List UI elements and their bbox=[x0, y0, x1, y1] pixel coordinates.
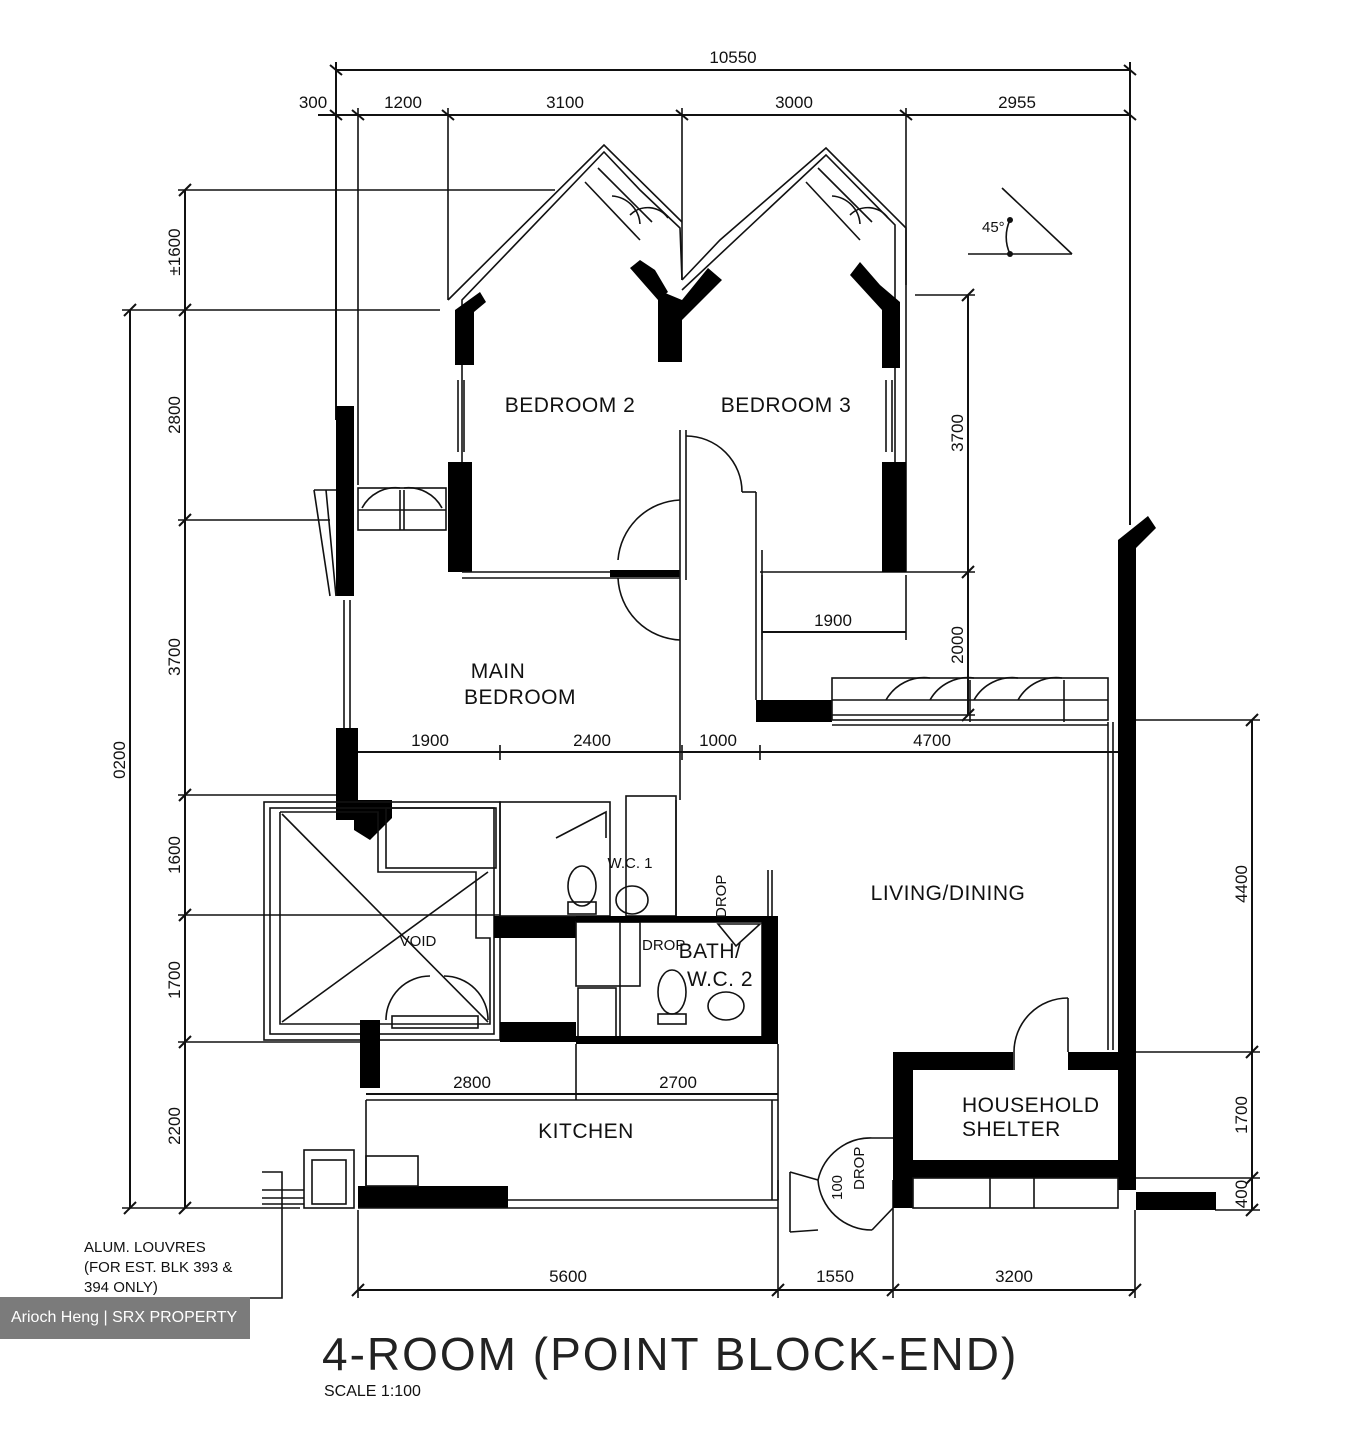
label-drop-entry-num: 100 bbox=[829, 1175, 846, 1200]
note-louvres-line3: 394 ONLY) bbox=[84, 1279, 158, 1296]
label-drop-wc: DROP bbox=[713, 875, 730, 918]
right-dimension-lines bbox=[760, 288, 1260, 1217]
plan-scale: SCALE 1:100 bbox=[324, 1383, 421, 1400]
dim-top-300: 300 bbox=[299, 93, 327, 112]
dim-left-3700: 3700 bbox=[165, 638, 184, 676]
living-walls bbox=[756, 516, 1156, 1190]
top-dimension-lines bbox=[318, 62, 1137, 525]
dim-top-total: 10550 bbox=[709, 48, 756, 67]
dim-mid-1000: 1000 bbox=[699, 731, 737, 750]
bedroom-wings bbox=[447, 143, 907, 572]
label-main-bedroom-line1: MAIN bbox=[471, 660, 526, 683]
angle-symbol bbox=[968, 187, 1073, 257]
void-area bbox=[263, 801, 576, 1088]
watermark: Arioch Heng | SRX PROPERTY bbox=[0, 1297, 250, 1339]
dim-kitchen-2700: 2700 bbox=[659, 1073, 697, 1092]
dim-right-4400: 4400 bbox=[1232, 865, 1251, 903]
label-bath-wc2-line2: W.C. 2 bbox=[687, 968, 753, 991]
label-bath-wc2-line1: BATH/ bbox=[679, 940, 742, 963]
dim-top-3100: 3100 bbox=[546, 93, 584, 112]
label-household-shelter-line2: SHELTER bbox=[962, 1118, 1061, 1141]
kitchen-area bbox=[262, 1044, 779, 1209]
angle-label: 45° bbox=[982, 219, 1005, 236]
bath-wc2-area bbox=[575, 870, 778, 1044]
dim-left-2800: 2800 bbox=[165, 396, 184, 434]
dim-mid-1900: 1900 bbox=[411, 731, 449, 750]
main-bedroom-walls bbox=[313, 406, 763, 840]
louvres-leader bbox=[170, 1171, 283, 1299]
label-void: VOID bbox=[400, 933, 437, 950]
dim-top-1200: 1200 bbox=[384, 93, 422, 112]
dim-left-1600b: 1600 bbox=[165, 836, 184, 874]
dim-right-1700: 1700 bbox=[1232, 1096, 1251, 1134]
dim-bottom-3200: 3200 bbox=[995, 1267, 1033, 1286]
household-shelter-area bbox=[789, 997, 1216, 1233]
dim-left-1600: ±1600 bbox=[165, 228, 184, 275]
label-bedroom-3: BEDROOM 3 bbox=[721, 394, 852, 417]
dim-top-2955: 2955 bbox=[998, 93, 1036, 112]
label-wc1: W.C. 1 bbox=[607, 855, 652, 872]
dim-left-total: 0200 bbox=[110, 741, 129, 779]
label-household-shelter-line1: HOUSEHOLD bbox=[962, 1094, 1100, 1117]
dim-bottom-1550: 1550 bbox=[816, 1267, 854, 1286]
dim-bottom-5600: 5600 bbox=[549, 1267, 587, 1286]
note-louvres-line1: ALUM. LOUVRES bbox=[84, 1239, 206, 1256]
dim-right-2000: 2000 bbox=[948, 626, 967, 664]
plan-title: 4-ROOM (POINT BLOCK-END) bbox=[322, 1328, 1018, 1380]
dim-mid-4700: 4700 bbox=[913, 731, 951, 750]
label-drop-bath: DROP bbox=[642, 937, 685, 954]
label-kitchen: KITCHEN bbox=[538, 1120, 634, 1143]
dim-left-1700: 1700 bbox=[165, 961, 184, 999]
dim-right-3700: 3700 bbox=[948, 414, 967, 452]
left-dimension-lines bbox=[122, 183, 555, 1215]
dim-top-3000: 3000 bbox=[775, 93, 813, 112]
label-main-bedroom-line2: BEDROOM bbox=[464, 686, 576, 709]
dim-right-400: 400 bbox=[1232, 1180, 1251, 1208]
note-louvres-line2: (FOR EST. BLK 393 & bbox=[84, 1259, 232, 1276]
label-drop-entry: DROP bbox=[851, 1147, 868, 1190]
mid-dimension-line bbox=[358, 745, 1118, 760]
wc1-area bbox=[499, 795, 677, 917]
label-bedroom-2: BEDROOM 2 bbox=[505, 394, 636, 417]
dim-kitchen-2800: 2800 bbox=[453, 1073, 491, 1092]
dim-mid-2400: 2400 bbox=[573, 731, 611, 750]
dim-left-2200: 2200 bbox=[165, 1107, 184, 1145]
dim-inner-1900: 1900 bbox=[814, 611, 852, 630]
label-living-dining: LIVING/DINING bbox=[871, 882, 1026, 905]
